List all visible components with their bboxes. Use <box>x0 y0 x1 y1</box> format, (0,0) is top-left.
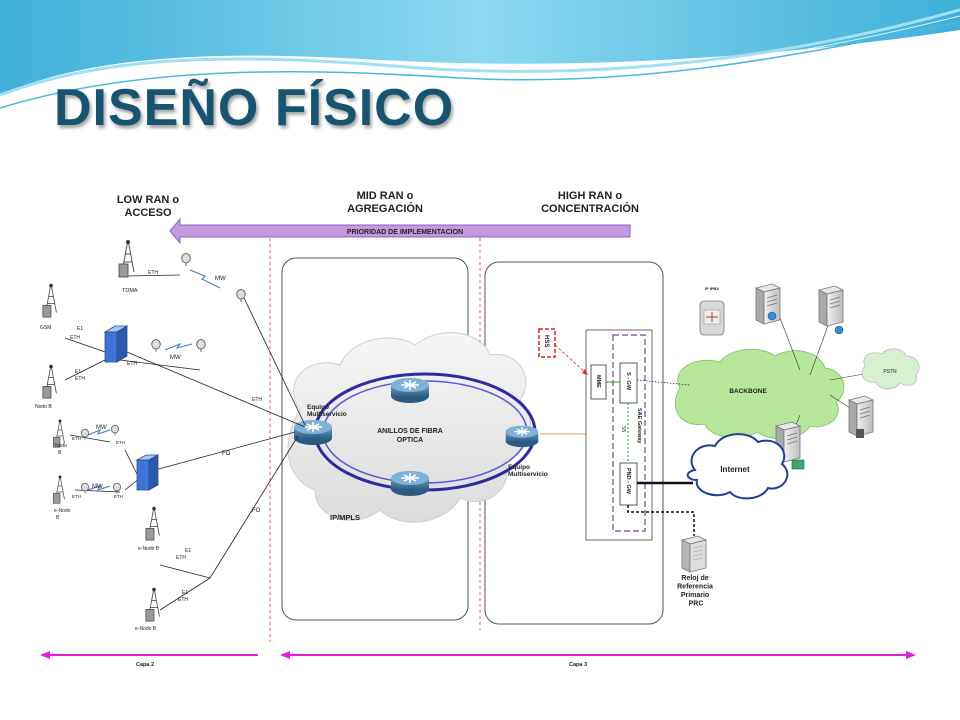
db-icon <box>791 459 805 470</box>
router-icon <box>293 419 333 446</box>
server-icon <box>818 285 844 327</box>
fo-label: FO <box>252 508 261 514</box>
internet-label: Internet <box>720 465 750 474</box>
ipmpls-label: IP/MPLS <box>330 513 360 522</box>
tower-icon <box>118 239 135 278</box>
priority-arrow: PRIORIDAD DE IMPLEMENTACION <box>169 217 631 245</box>
backbone-cloud: BACKBONE <box>674 348 845 440</box>
dish-icon <box>111 424 119 436</box>
eth-label: ETH <box>176 555 186 561</box>
mw-link <box>189 269 221 289</box>
s5-label: S5 <box>620 426 626 432</box>
switch-icon <box>103 325 129 363</box>
priority-label: PRIORIDAD DE IMPLEMENTACION <box>347 229 463 236</box>
tower-icon <box>145 587 160 622</box>
mw-label: MW <box>92 484 103 490</box>
hss-label: HSS <box>543 335 549 347</box>
mw-label: MW <box>96 425 107 431</box>
dish-icon <box>196 339 206 353</box>
dish-icon <box>81 482 89 494</box>
eth-label: ETH <box>148 270 158 276</box>
pndgw-label: PND - GW <box>625 468 631 495</box>
mw-link <box>87 429 111 436</box>
phone-icon <box>856 429 864 438</box>
hss-link <box>554 344 589 376</box>
router-icon <box>390 377 430 404</box>
e1-label: E1 <box>75 369 81 375</box>
capa3-label: Capa 3 <box>569 662 587 668</box>
nodo-b-label: Nodo B <box>35 404 52 410</box>
b-label: B <box>56 515 60 521</box>
prc-clock-icon <box>680 535 708 573</box>
nodo-label: Nodo <box>55 443 67 449</box>
hss-box <box>538 328 556 358</box>
sae-gateway-box <box>612 334 646 532</box>
mw-label: MW <box>170 355 181 361</box>
switch-icon <box>135 454 160 491</box>
sae-gateway-label: SAE Gateway <box>636 408 642 444</box>
capa2-arrow: Capa 2 <box>40 651 258 668</box>
eth-label: ETH <box>75 376 85 382</box>
ip-pbx-icon <box>699 300 725 336</box>
prc-label: Reloj de Referencia Primario PRC <box>677 575 715 608</box>
eth-label: ETH <box>70 335 80 341</box>
pstn-cloud: PSTN <box>861 348 920 390</box>
mw-link <box>164 342 193 351</box>
background-swoosh <box>0 0 960 109</box>
server-icon <box>755 283 781 325</box>
router-icon <box>390 470 430 497</box>
fo-label: FO <box>222 451 231 457</box>
backbone-label: BACKBONE <box>729 388 767 395</box>
capa3-arrow: Capa 3 <box>280 651 916 668</box>
mw-label: MW <box>215 276 226 282</box>
globe-icon <box>834 325 844 335</box>
eth-label: ETH <box>127 361 137 367</box>
globe-icon <box>767 311 777 321</box>
eth-label: ETH <box>114 494 123 499</box>
b-label: B <box>58 450 62 456</box>
ip-pbx-label: IP IPBX <box>705 286 719 291</box>
prc-link <box>627 505 695 536</box>
pstn-label: PSTN <box>883 369 897 375</box>
mme-label: MME <box>595 375 601 388</box>
access-links <box>64 274 306 611</box>
eth-label: ETH <box>72 436 81 441</box>
e1-label: E1 <box>182 590 188 596</box>
tower-icon <box>145 506 160 541</box>
slide-title: DISEÑO FÍSICO <box>54 79 455 137</box>
e-nodo-b-label: e-Nodo B <box>135 626 157 632</box>
router-icon <box>504 424 540 448</box>
eth-label: ETH <box>178 597 188 603</box>
tower-icon <box>52 475 65 504</box>
tdma-label: TDMA <box>122 288 138 294</box>
dish-icon <box>151 339 161 353</box>
gsm-label: GSM <box>40 325 51 331</box>
capa2-label: Capa 2 <box>136 662 154 668</box>
sgw-label: S - GW <box>625 372 631 391</box>
e1-label: E1 <box>77 326 83 332</box>
dish-icon <box>236 289 246 303</box>
e-nodo-b-label: e-Nodo B <box>138 546 160 552</box>
tower-icon <box>42 364 57 399</box>
tower-icon <box>42 283 57 318</box>
eth-label: ETH <box>72 494 81 499</box>
eth-label: ETH <box>116 440 125 445</box>
e1-label: E1 <box>185 548 191 554</box>
eth-label: ETH <box>252 397 262 403</box>
dish-icon <box>181 253 191 267</box>
e-nodo-label: e-Nodo <box>54 508 71 514</box>
mw-link <box>87 485 111 491</box>
internet-cloud: Internet <box>686 433 789 500</box>
